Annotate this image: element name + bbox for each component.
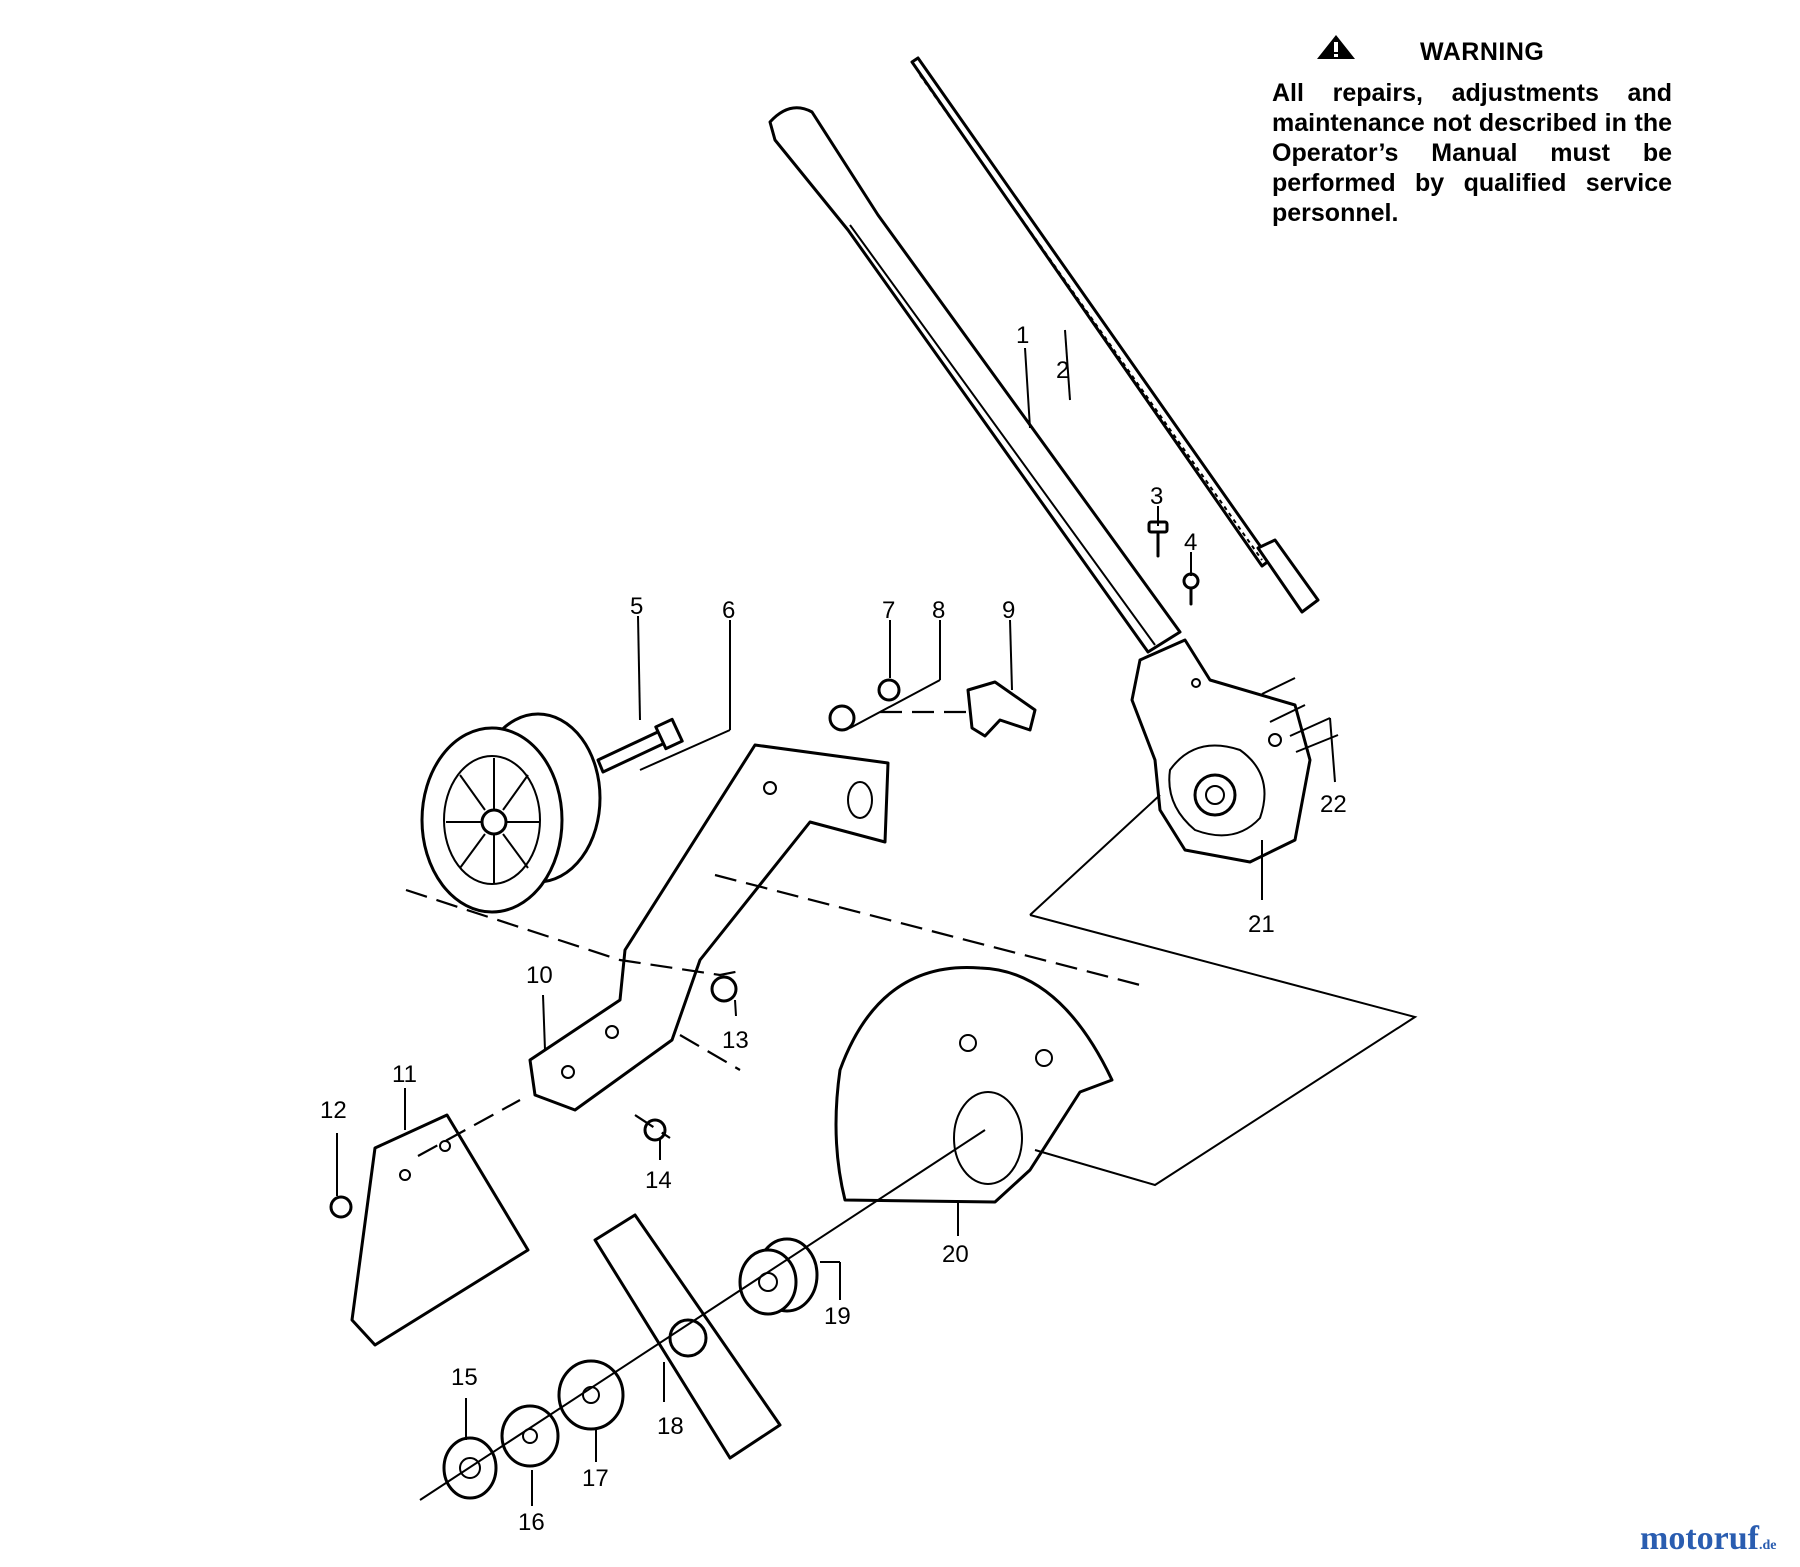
callout-5: 5 [630,593,643,620]
callout-labels: 1 2 3 4 5 6 7 8 9 10 11 12 13 14 15 16 1… [320,322,1347,1536]
warning-title: WARNING [1420,38,1545,66]
knob-9 [966,680,1037,738]
warning-text: All repairs, adjustments and maintenance… [1272,79,1672,227]
warning-notice: WARNING All repairs, adjustments and mai… [1272,34,1672,228]
callout-7: 7 [882,597,895,624]
screw-4 [1182,572,1200,606]
callout-16: 16 [518,1509,545,1536]
assembly-lines [405,710,1418,1501]
callout-22: 22 [1320,791,1347,818]
callout-18: 18 [657,1413,684,1440]
callout-12: 12 [320,1097,347,1124]
washer-13 [710,975,738,1003]
gear-housing [1130,638,1312,864]
callout-11: 11 [392,1061,417,1088]
drive-shaft [910,56,1320,614]
leader-lines [336,329,1336,1506]
washer-17 [557,1359,625,1431]
callout-15: 15 [451,1364,478,1391]
screw-12 [329,1195,353,1219]
washer-8 [828,704,856,732]
screw-3 [1147,520,1169,558]
callout-8: 8 [932,597,945,624]
watermark-brand: motoruf [1640,1520,1759,1557]
bracket-10 [528,743,890,1112]
callout-10: 10 [526,962,553,989]
watermark: motoruf.de [1640,1520,1776,1558]
callout-6: 6 [722,597,735,624]
callout-13: 13 [722,1027,749,1054]
callout-3: 3 [1150,483,1163,510]
callout-1: 1 [1016,322,1029,349]
callout-21: 21 [1248,911,1275,938]
callout-2: 2 [1056,357,1069,384]
callout-9: 9 [1002,597,1015,624]
blade-guard-20 [834,965,1114,1204]
watermark-suffix: .de [1758,1538,1777,1553]
adapter-19 [738,1237,819,1316]
callout-4: 4 [1184,529,1197,556]
wheel [420,712,602,914]
bolt-5 [596,717,684,774]
warning-triangle-icon [1317,35,1355,59]
callout-17: 17 [582,1465,609,1492]
shaft-tube [768,106,1182,654]
nut-7 [877,678,901,702]
callout-14: 14 [645,1167,672,1194]
callout-20: 20 [942,1241,969,1268]
blade-18 [593,1213,782,1460]
washer-16 [500,1404,560,1468]
callout-19: 19 [824,1303,851,1330]
guard-plate-11 [350,1113,530,1347]
